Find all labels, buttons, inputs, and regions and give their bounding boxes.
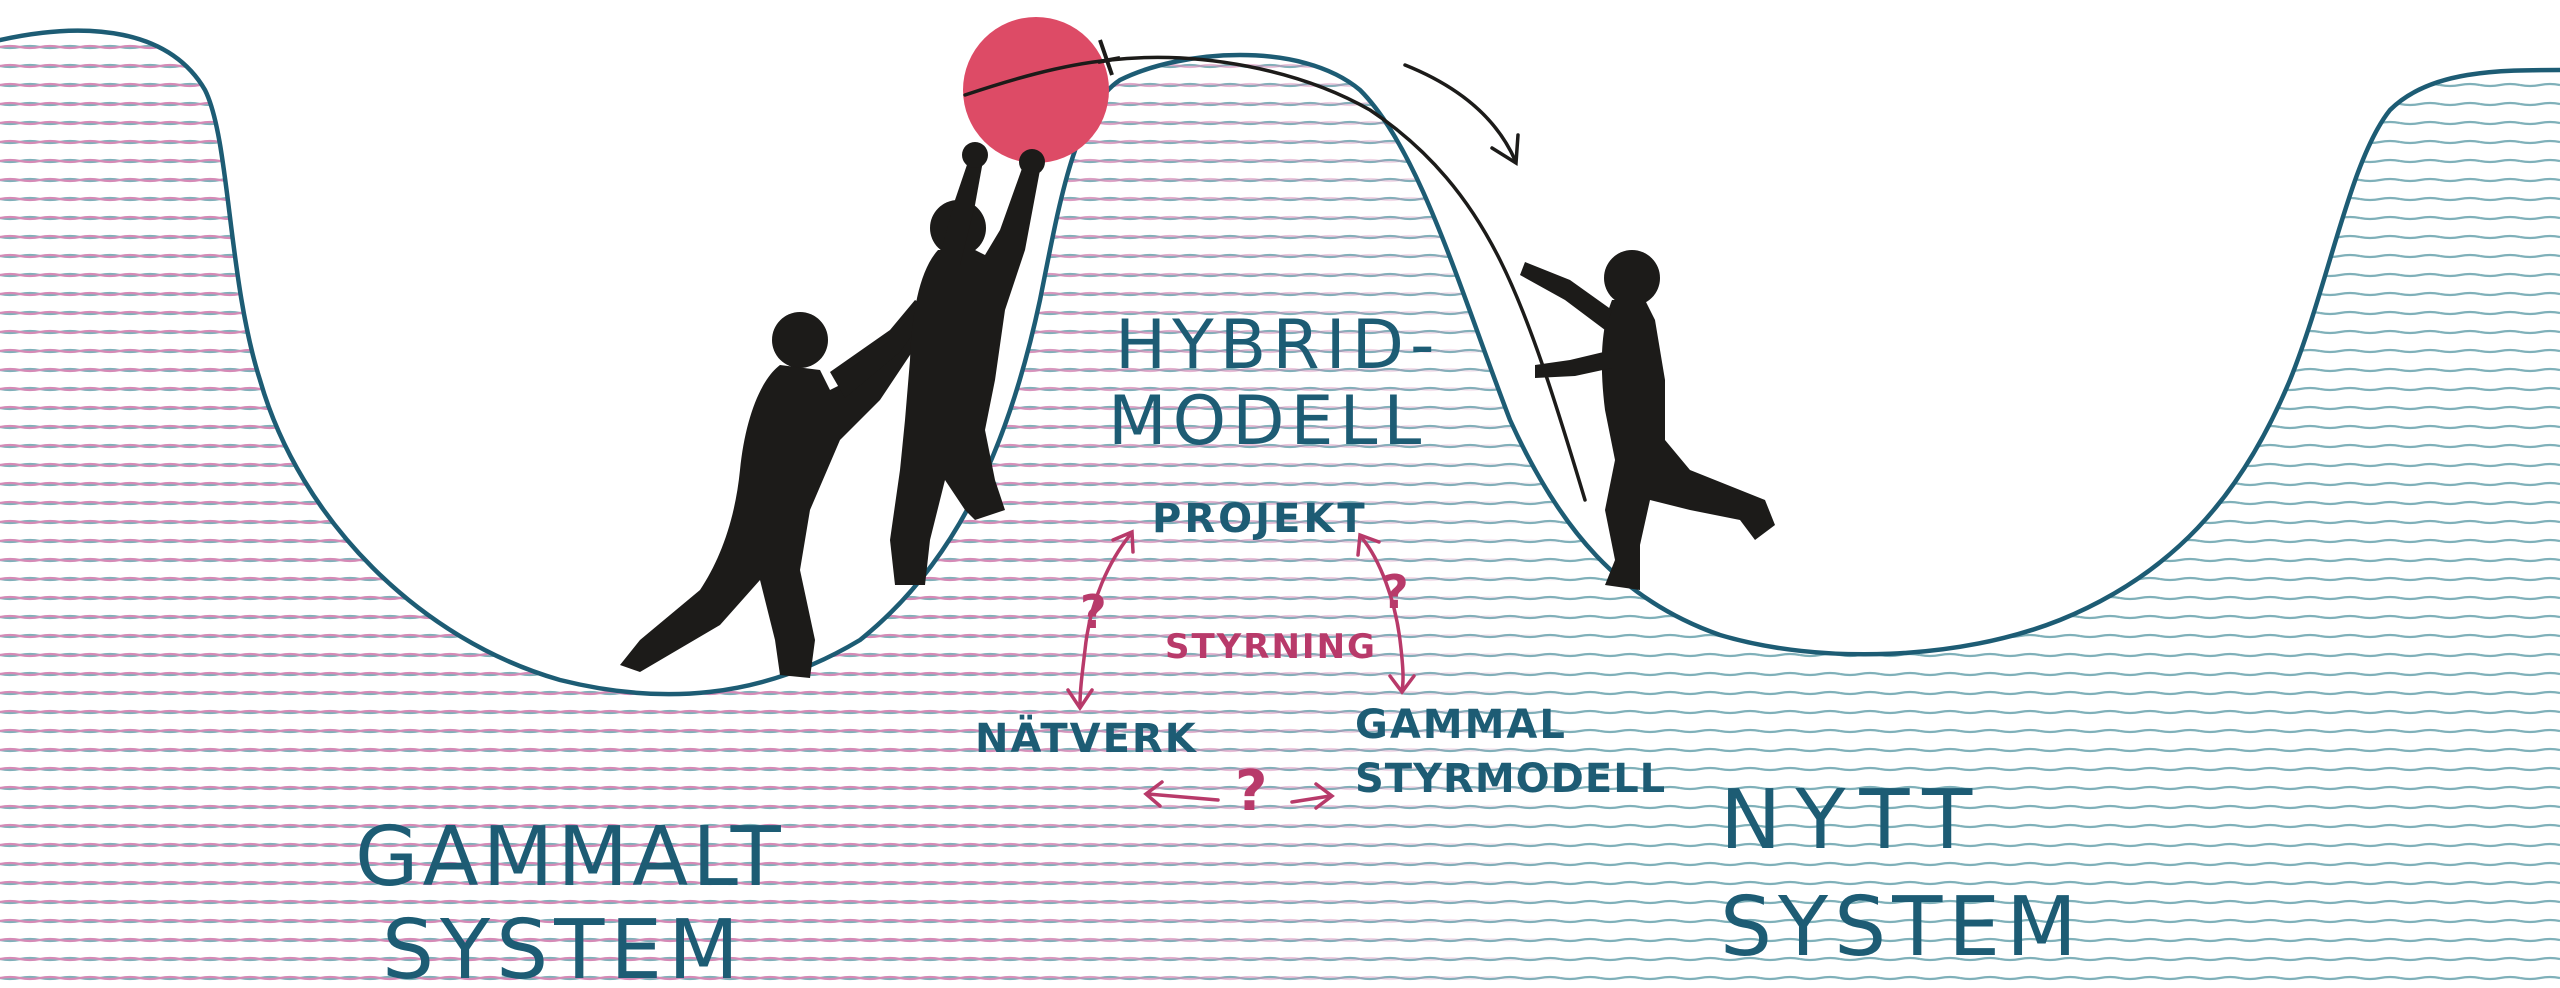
old-governance-model-label: GAMMAL: [1355, 702, 1567, 748]
curved-arrow-icon: [1403, 63, 1520, 167]
question-mark: ?: [1382, 565, 1409, 619]
rope-icon: [963, 55, 1587, 502]
new-system-label: NYTT: [1720, 773, 1986, 868]
project-label: PROJEKT: [1152, 496, 1368, 542]
old-governance-model-label: STYRMODELL: [1355, 756, 1666, 802]
terrain-outline: [0, 28, 2560, 697]
person-silhouette-icon: [620, 300, 930, 678]
network-label: NÄTVERK: [975, 714, 1198, 762]
red-ball-icon: [963, 17, 1109, 163]
new-system-label: SYSTEM: [1720, 880, 2083, 975]
hybrid-model-label: MODELL: [1108, 382, 1427, 461]
person-silhouette-icon: [890, 142, 1045, 585]
old-system-label: GAMMALT: [355, 810, 785, 905]
governance-label: STYRNING: [1165, 627, 1377, 667]
rope-knot: [1097, 39, 1121, 76]
question-mark: ?: [1080, 585, 1107, 639]
question-mark: ?: [1235, 759, 1267, 824]
governance-arrows: [1066, 529, 1416, 810]
hybrid-model-label: HYBRID-: [1115, 306, 1441, 385]
person-silhouette-icon: [1520, 250, 1775, 590]
old-system-label: SYSTEM: [382, 903, 745, 988]
